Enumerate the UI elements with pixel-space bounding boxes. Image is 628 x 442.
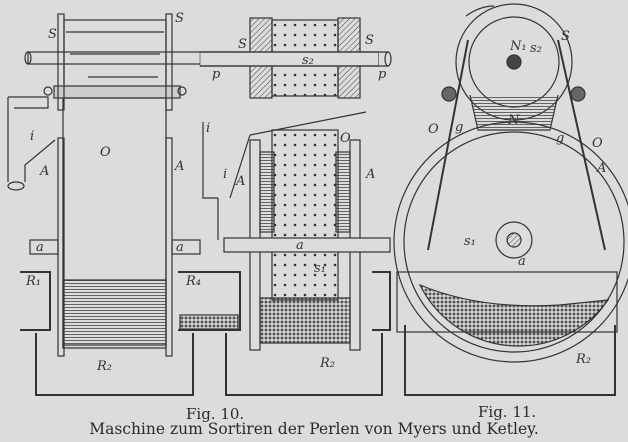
label-r2: R₂	[319, 356, 335, 371]
label-r2: R₂	[96, 359, 112, 374]
fig10-section-view	[178, 17, 392, 396]
label-s: S	[175, 11, 184, 26]
label-s1: s₁	[314, 261, 326, 276]
label-s2: s₂	[530, 41, 542, 56]
label-n1: N₁	[509, 39, 527, 54]
label-o: O	[100, 145, 111, 160]
technical-illustration: S S O i A A a a R₁ R₂ R₄ S S s₂ p p i i …	[7, 3, 628, 396]
label-r2: R₂	[575, 352, 591, 367]
label-n: N	[507, 113, 520, 128]
fig10-side-view	[7, 13, 239, 396]
label-a: A	[596, 161, 606, 176]
label-g: g	[556, 131, 564, 146]
label-a: A	[235, 174, 245, 189]
label-s: S	[561, 29, 570, 44]
label-i: i	[30, 129, 34, 144]
label-a: A	[174, 159, 184, 174]
label-s: S	[48, 27, 57, 42]
label-a-small: a	[518, 254, 526, 269]
label-i: i	[223, 167, 227, 182]
label-o: O	[592, 136, 603, 151]
label-p: p	[378, 67, 387, 82]
label-a-small: a	[36, 240, 44, 255]
label-p: p	[212, 67, 221, 82]
label-i: i	[206, 121, 210, 136]
label-a-small: a	[296, 238, 304, 253]
label-s1: s₁	[464, 234, 476, 249]
label-a: A	[365, 167, 375, 182]
label-g: g	[455, 120, 463, 135]
figure-11-label: Fig. 11.	[478, 403, 537, 421]
figure-10-label: Fig. 10.	[186, 405, 245, 423]
label-s: S	[365, 33, 374, 48]
label-a-small: a	[176, 240, 184, 255]
label-r1: R₁	[25, 274, 41, 289]
label-a: A	[39, 164, 49, 179]
fig11-end-view	[393, 3, 628, 396]
label-o: O	[428, 122, 439, 137]
label-o: O	[340, 131, 351, 146]
label-s: S	[238, 37, 247, 52]
label-s2: s₂	[302, 53, 314, 68]
label-r4: R₄	[185, 274, 201, 289]
figure-caption: Maschine zum Sortiren der Perlen von Mye…	[89, 420, 539, 438]
part-labels: S S O i A A a a R₁ R₂ R₄ S S s₂ p p i i …	[25, 11, 606, 374]
